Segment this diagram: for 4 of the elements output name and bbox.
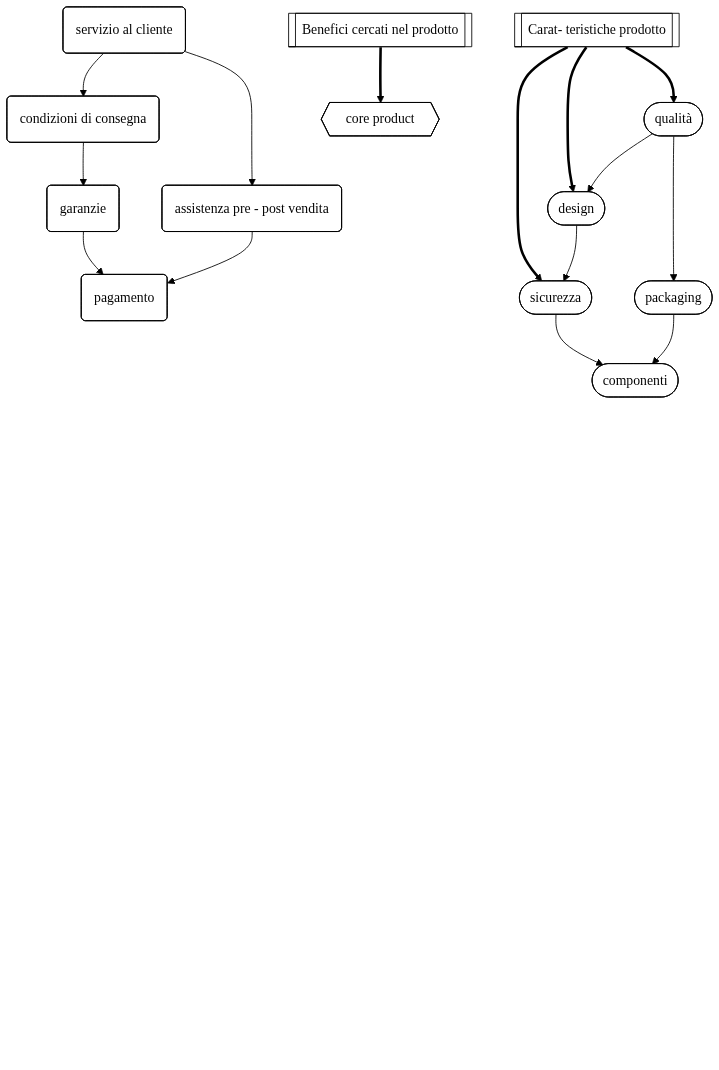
arrow [566,46,588,193]
arrow [516,46,569,282]
arrow [376,47,385,104]
arrow [625,46,678,104]
